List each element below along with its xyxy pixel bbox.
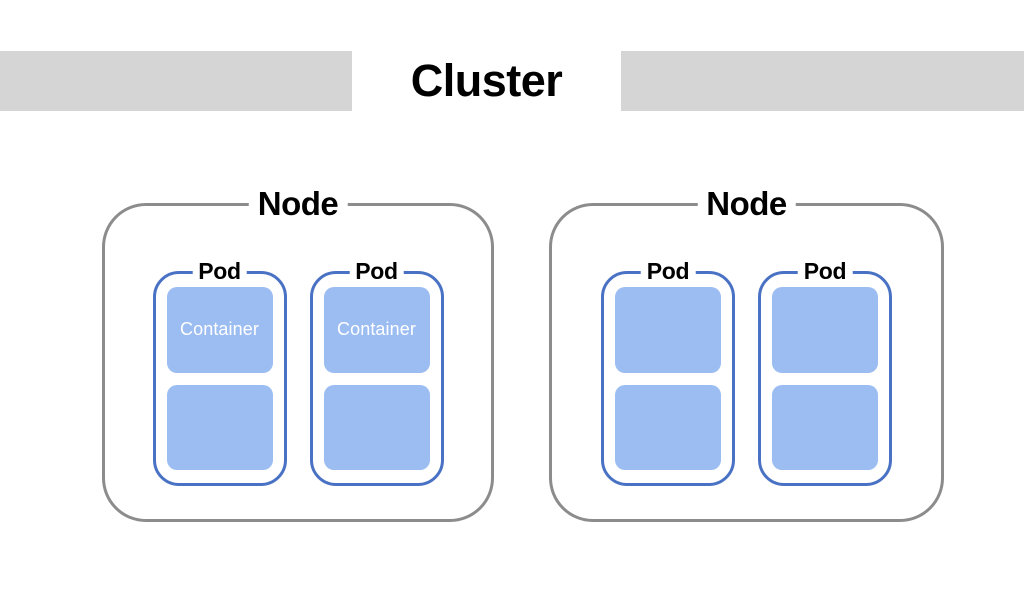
container-box-1-1-1: Container	[166, 287, 273, 373]
container-box-1-2-1: Container	[323, 287, 430, 373]
cluster-title: Cluster	[352, 51, 621, 111]
container-box-1-2-2	[323, 384, 430, 470]
pod-contents-1-2: Container	[323, 287, 430, 470]
pod-box-2-1: Pod	[601, 258, 735, 486]
container-box-2-1-2	[615, 384, 721, 470]
pod-contents-2-1	[615, 287, 721, 470]
container-label-1-2-1: Container	[337, 319, 416, 340]
header-band-left	[0, 51, 352, 111]
node-label-1: Node	[248, 184, 348, 224]
node-box-2: Node Pod Pod	[549, 184, 944, 522]
pod-label-1-2: Pod	[349, 258, 404, 285]
node-label-2: Node	[697, 184, 796, 224]
header-band-right	[621, 51, 1024, 111]
pod-box-2-2: Pod	[758, 258, 892, 486]
pod-box-1-2: Pod Container	[309, 258, 444, 486]
pod-box-1-1: Pod Container	[152, 258, 287, 486]
pod-label-2-2: Pod	[797, 258, 853, 285]
pod-contents-1-1: Container	[166, 287, 273, 470]
container-box-1-1-2	[166, 384, 273, 470]
pod-contents-2-2	[772, 287, 878, 470]
node-box-1: Node Pod Container Pod Container	[102, 184, 494, 522]
container-label-1-1-1: Container	[180, 319, 259, 340]
container-box-2-2-1	[772, 287, 878, 373]
pod-label-1-1: Pod	[192, 258, 247, 285]
pod-row-1: Pod Container Pod Container	[105, 258, 491, 486]
container-box-2-2-2	[772, 384, 878, 470]
pod-label-2-1: Pod	[640, 258, 696, 285]
pod-row-2: Pod Pod	[552, 258, 941, 486]
container-box-2-1-1	[615, 287, 721, 373]
